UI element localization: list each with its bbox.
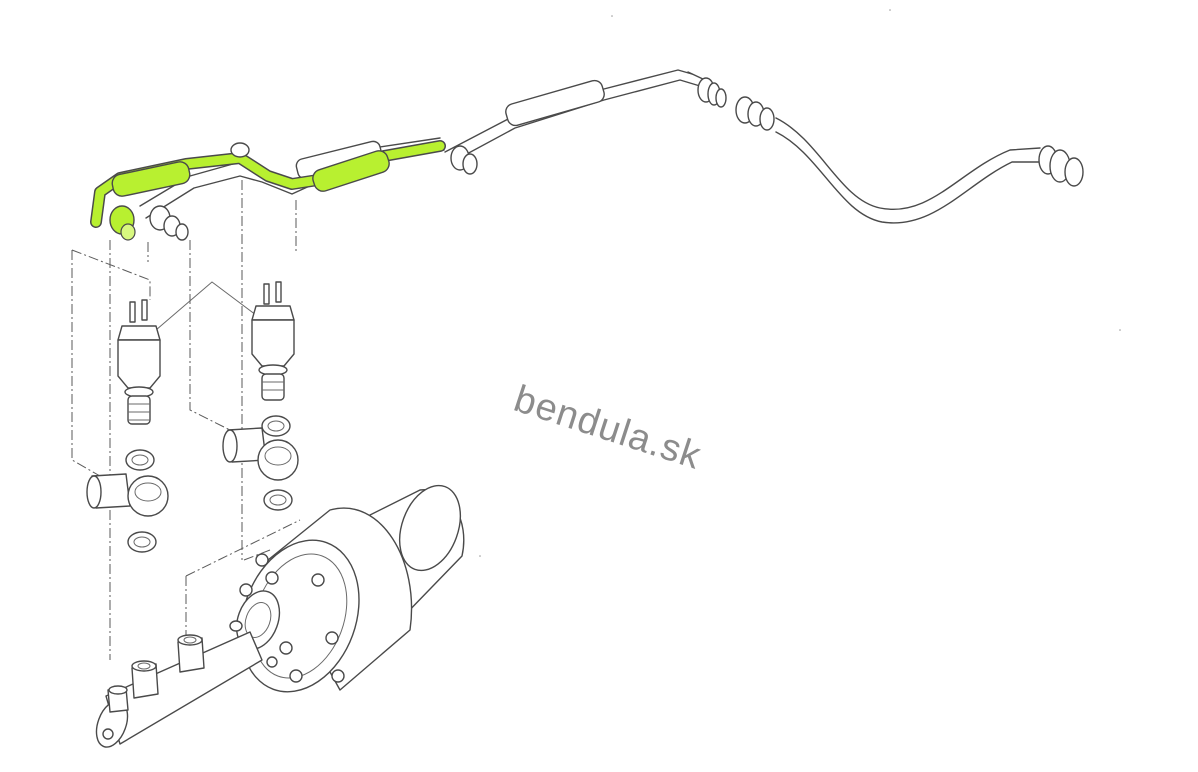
switch-wire [155, 281, 261, 331]
banjo-fitting-left [86, 473, 169, 517]
upper-pipe-right [444, 69, 713, 163]
pressure-switch-left [117, 299, 161, 425]
brake-master-cylinder [229, 484, 465, 693]
pressure-switch-right [251, 281, 295, 401]
sealing-washers [125, 415, 293, 553]
flexible-hose [735, 96, 1084, 224]
banjo-fitting-right [222, 427, 299, 481]
scan-specks [479, 9, 1121, 557]
middle-fittings [149, 142, 478, 241]
pipe-sleeve-right [505, 79, 605, 127]
master-cylinder-barrel [95, 631, 263, 748]
highlighted-pipe [90, 140, 446, 241]
middle-pipe-plain [139, 137, 445, 219]
upper-pipe-fitting [697, 77, 727, 108]
assembly-guide-lines [71, 180, 301, 660]
